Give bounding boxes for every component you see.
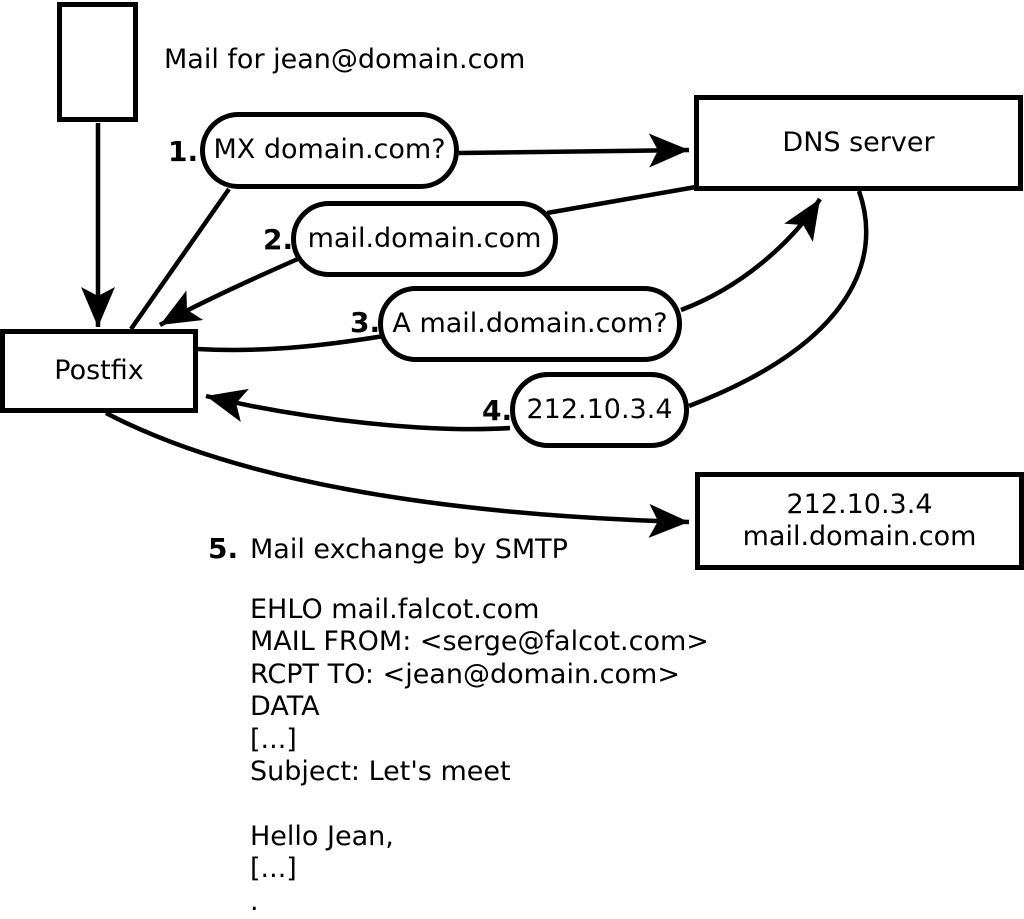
bubble-answer-a-label: 212.10.3.4 <box>526 393 673 425</box>
mail-server-hostname: mail.domain.com <box>742 521 977 552</box>
bubble-answer-mx-label: mail.domain.com <box>307 222 542 254</box>
bubble-query-mx-label: MX domain.com? <box>213 134 446 166</box>
step-2-number: 2. <box>263 223 294 256</box>
dns-server-label: DNS server <box>782 126 935 158</box>
line-postfix-to-query-mx <box>129 187 231 331</box>
arrow-answer-a-to-postfix <box>205 388 511 432</box>
envelope-box <box>57 2 138 122</box>
step-5-number: 5. <box>208 532 239 565</box>
line-dns-to-answer-a <box>688 190 869 409</box>
arrow-query-a-to-dns <box>680 197 822 313</box>
mail-server-box: 212.10.3.4 mail.domain.com <box>695 472 1024 570</box>
step-3-number: 3. <box>350 306 381 339</box>
mail-server-ip: 212.10.3.4 <box>786 488 933 520</box>
step-5-label: Mail exchange by SMTP <box>250 534 568 565</box>
arrow-answer-mx-to-postfix <box>158 255 301 327</box>
bubble-query-a: A mail.domain.com? <box>378 286 682 362</box>
bubble-query-mx: MX domain.com? <box>200 112 459 189</box>
arrow-query-mx-to-dns <box>458 133 690 168</box>
dns-server-box: DNS server <box>694 95 1023 191</box>
line-postfix-to-query-a <box>196 332 391 353</box>
diagram-title: Mail for jean@domain.com <box>164 44 526 75</box>
step-1-number: 1. <box>168 135 199 168</box>
step-4-number: 4. <box>482 394 513 427</box>
bubble-query-a-label: A mail.domain.com? <box>392 307 668 339</box>
smtp-session-text: EHLO mail.falcot.com MAIL FROM: <serge@f… <box>250 594 709 917</box>
postfix-label: Postfix <box>54 354 144 386</box>
bubble-answer-a: 212.10.3.4 <box>510 372 689 448</box>
bubble-answer-mx: mail.domain.com <box>291 201 558 277</box>
line-dns-to-answer-mx <box>546 184 697 216</box>
arrow-postfix-to-mail-server <box>104 411 690 538</box>
postfix-box: Postfix <box>0 329 198 413</box>
